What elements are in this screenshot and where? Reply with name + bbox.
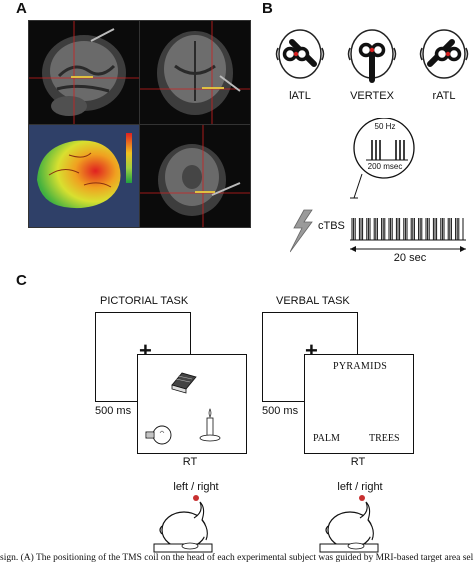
light-bulb-icon bbox=[145, 425, 172, 445]
figure-caption-fragment: sign. (A) The positioning of the TMS coi… bbox=[0, 553, 474, 563]
mri-coronal-view bbox=[139, 20, 251, 125]
panel-b-label: B bbox=[262, 0, 273, 17]
neuronavigation-figure bbox=[28, 20, 251, 228]
pictorial-fixation-time: 500 ms bbox=[95, 405, 132, 417]
panel-a-label: A bbox=[16, 0, 27, 17]
verbal-rt-label: RT bbox=[350, 456, 366, 468]
head-ratl-icon bbox=[419, 29, 469, 79]
pictorial-subject-icon bbox=[153, 495, 213, 553]
site-label-vertex: VERTEX bbox=[350, 90, 394, 102]
frequency-label: 50 Hz bbox=[374, 122, 396, 131]
site-label-ratl: rATL bbox=[432, 90, 456, 102]
head-vertex-icon bbox=[347, 29, 397, 83]
verbal-response-label: left / right bbox=[337, 481, 383, 493]
word-top: PYRAMIDS bbox=[333, 361, 388, 372]
mri-sagittal-view bbox=[28, 20, 140, 125]
verbal-task-title: VERBAL TASK bbox=[276, 295, 350, 307]
book-icon bbox=[171, 372, 197, 394]
pictorial-rt-label: RT bbox=[182, 456, 198, 468]
verbal-stimulus-screen: PYRAMIDS PALM TREES bbox=[304, 354, 414, 454]
pictorial-task-title: PICTORIAL TASK bbox=[100, 295, 189, 307]
pictorial-response-label: left / right bbox=[173, 481, 219, 493]
candle-icon bbox=[199, 408, 221, 442]
word-left: PALM bbox=[313, 433, 340, 444]
burst-zoom-circle bbox=[353, 118, 415, 179]
ctbs-label: cTBS bbox=[318, 220, 345, 232]
verbal-fixation-time: 500 ms bbox=[262, 405, 299, 417]
lightning-bolt-icon bbox=[290, 209, 313, 253]
mri-axial-view bbox=[139, 124, 251, 228]
interval-label: 200 msec bbox=[367, 162, 403, 171]
brain-3d-render bbox=[28, 124, 140, 228]
head-latl-icon bbox=[275, 29, 325, 79]
stimulation-site-heads bbox=[275, 29, 469, 83]
burst-pulses bbox=[371, 140, 405, 160]
duration-label: 20 sec bbox=[393, 252, 427, 264]
panel-c-label: C bbox=[16, 272, 27, 289]
pulse-train bbox=[351, 218, 464, 240]
site-label-latl: lATL bbox=[289, 90, 311, 102]
pictorial-stimulus-screen bbox=[137, 354, 247, 454]
word-right: TREES bbox=[369, 433, 400, 444]
verbal-subject-icon bbox=[319, 495, 379, 553]
ctbs-protocol-diagram bbox=[290, 118, 466, 253]
